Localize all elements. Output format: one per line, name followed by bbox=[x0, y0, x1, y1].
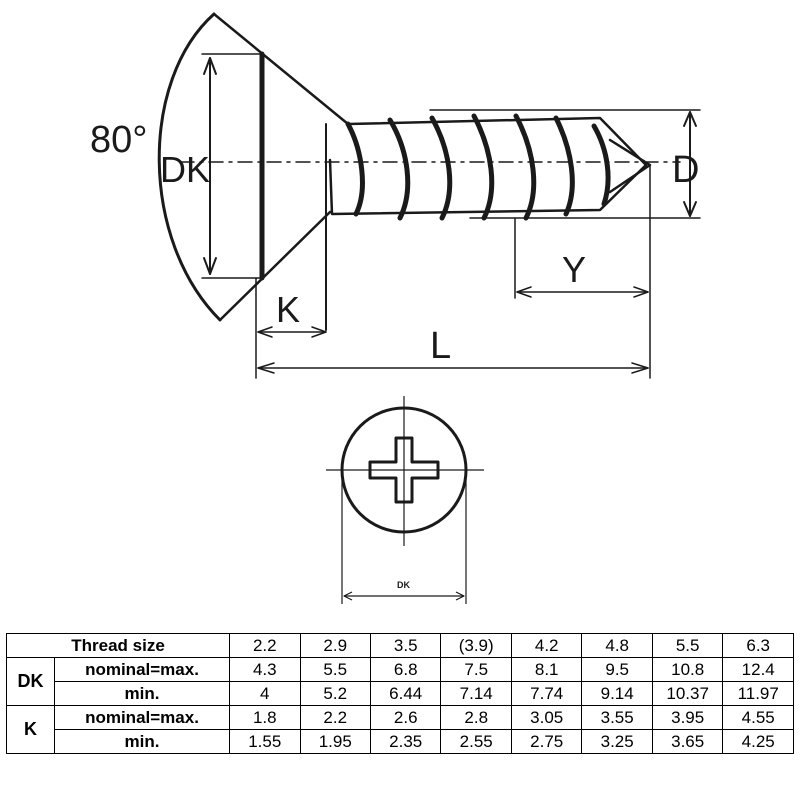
angle-label: 80° bbox=[90, 119, 147, 161]
countersink-lower-line bbox=[218, 210, 332, 322]
phillips-cross-recess bbox=[368, 436, 440, 504]
group-label-dk: DK bbox=[6, 657, 55, 706]
table-cell: 11.97 bbox=[722, 681, 794, 706]
row-label: nominal=max. bbox=[53, 705, 231, 730]
table-cell: 6.44 bbox=[369, 681, 442, 706]
table-cell: 2.2 bbox=[229, 633, 301, 658]
table-cell: 2.2 bbox=[299, 705, 371, 730]
row-label: nominal=max. bbox=[53, 657, 231, 682]
table-cell: 2.8 bbox=[440, 705, 512, 730]
head-top-view bbox=[326, 396, 484, 604]
table-cell: 4 bbox=[229, 681, 301, 706]
l-label: L bbox=[430, 325, 451, 367]
dimension-table: Thread size 2.2 2.9 3.5 (3.9) 4.2 4.8 5.… bbox=[5, 633, 794, 754]
group-label-k: K bbox=[6, 705, 55, 754]
table-cell: 10.37 bbox=[651, 681, 724, 706]
screw-dimension-drawing: 80° DK D K L Y DK bbox=[90, 12, 701, 604]
table-cell: 3.65 bbox=[651, 729, 724, 754]
dk-label: DK bbox=[160, 149, 210, 190]
table-cell: 3.5 bbox=[369, 633, 442, 658]
table-cell: 12.4 bbox=[722, 657, 794, 682]
table-cell: 5.5 bbox=[299, 657, 371, 682]
table-cell: 8.1 bbox=[510, 657, 583, 682]
table-cell: 2.75 bbox=[510, 729, 583, 754]
table-cell: 4.55 bbox=[722, 705, 794, 730]
head-view-dk-label: DK bbox=[397, 580, 410, 590]
row-label: min. bbox=[53, 729, 231, 754]
table-cell: (3.9) bbox=[440, 633, 512, 658]
side-view bbox=[157, 12, 701, 379]
table-cell: 4.2 bbox=[510, 633, 583, 658]
table-cell: 4.8 bbox=[581, 633, 653, 658]
table-cell: 5.2 bbox=[299, 681, 371, 706]
table-row-k-min: min. 1.55 1.95 2.35 2.55 2.75 3.25 3.65 … bbox=[7, 729, 794, 754]
table-row-k-nominal: K nominal=max. 1.8 2.2 2.6 2.8 3.05 3.55… bbox=[6, 705, 794, 754]
k-label: K bbox=[276, 289, 300, 330]
table-cell: 2.55 bbox=[440, 729, 512, 754]
table-cell: 1.95 bbox=[299, 729, 371, 754]
screw-head-outline bbox=[157, 12, 222, 322]
table-cell: 2.6 bbox=[369, 705, 442, 730]
countersink-upper-line bbox=[212, 12, 350, 126]
table-cell: 1.8 bbox=[229, 705, 301, 730]
table-cell: 6.8 bbox=[369, 657, 442, 682]
side-view-labels: 80° DK D K L Y bbox=[90, 119, 699, 367]
table-cell: 7.74 bbox=[510, 681, 583, 706]
thread-size-header: Thread size bbox=[5, 633, 231, 658]
table-cell: 7.14 bbox=[440, 681, 512, 706]
table-cell: 3.05 bbox=[510, 705, 583, 730]
table-row-dk-min: min. 4 5.2 6.44 7.14 7.74 9.14 10.37 11.… bbox=[7, 681, 794, 706]
table-row-thread-size: Thread size 2.2 2.9 3.5 (3.9) 4.2 4.8 5.… bbox=[5, 633, 794, 658]
thread-crests bbox=[345, 113, 611, 221]
y-label: Y bbox=[562, 249, 586, 290]
table-cell: 1.55 bbox=[229, 729, 301, 754]
table-cell: 7.5 bbox=[440, 657, 512, 682]
table-cell: 2.9 bbox=[299, 633, 371, 658]
table-row-dk-nominal: DK nominal=max. 4.3 5.5 6.8 7.5 8.1 9.5 … bbox=[6, 657, 794, 706]
table-cell: 3.55 bbox=[581, 705, 653, 730]
table-cell: 5.5 bbox=[651, 633, 724, 658]
table-cell: 6.3 bbox=[722, 633, 794, 658]
table-cell: 4.25 bbox=[722, 729, 794, 754]
row-label: min. bbox=[53, 681, 231, 706]
table-cell: 2.35 bbox=[369, 729, 442, 754]
table-cell: 3.95 bbox=[651, 705, 724, 730]
table-cell: 3.25 bbox=[581, 729, 653, 754]
table-cell: 9.5 bbox=[581, 657, 653, 682]
d-label: D bbox=[672, 149, 699, 191]
table-cell: 9.14 bbox=[581, 681, 653, 706]
table-cell: 10.8 bbox=[651, 657, 724, 682]
table-cell: 4.3 bbox=[229, 657, 301, 682]
